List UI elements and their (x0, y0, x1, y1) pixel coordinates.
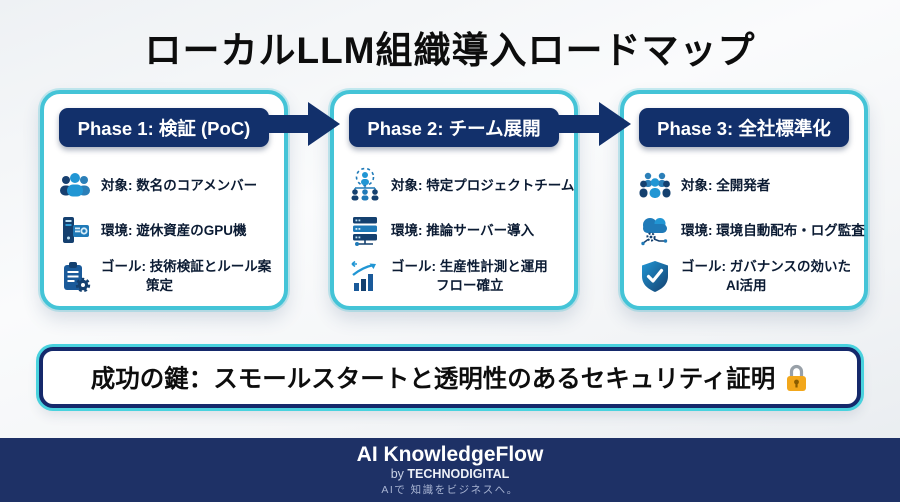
team-users-icon (57, 167, 93, 203)
phase-2-header: Phase 2: チーム展開 (349, 108, 559, 147)
arrow-right-icon (547, 101, 632, 152)
phase-1-card: Phase 1: 検証 (PoC) 対象: 数名のコアメンバー (40, 90, 288, 310)
item-text: ゴール: 技術検証とルール案策定 (101, 259, 272, 293)
gpu-machine-icon (57, 212, 93, 248)
phase-1-header: Phase 1: 検証 (PoC) (59, 108, 269, 147)
clipboard-gear-icon (57, 258, 93, 294)
phase-1-items: 対象: 数名のコアメンバー 環境: 遊休資産のGPU機 (57, 167, 278, 304)
list-item: 対象: 数名のコアメンバー (57, 167, 278, 203)
phase-3-items: 対象: 全開発者 環境: 環境自動配布・ログ監査 (637, 167, 865, 304)
list-item: 環境: 遊休資産のGPU機 (57, 212, 278, 248)
item-text: 環境: 環境自動配布・ログ監査 (681, 222, 865, 238)
arrow-right-icon (256, 101, 341, 152)
crowd-users-icon (637, 167, 673, 203)
list-item: 対象: 全開発者 (637, 167, 858, 203)
phase-2-items: 対象: 特定プロジェクトチーム 環境: 推論サーバー導入 (347, 167, 574, 304)
brand-byline: by TECHNODIGITAL (390, 467, 510, 481)
phase-2-card: Phase 2: チーム展開 対象: 特定プロジェクトチーム (330, 90, 578, 310)
list-item: ゴール: 生産性計測と運用フロー確立 (347, 257, 568, 295)
lock-icon (784, 363, 809, 393)
success-key-text: 成功の鍵：スモールスタートと透明性のあるセキュリティ証明 (90, 366, 776, 393)
list-item: 対象: 特定プロジェクトチーム (347, 167, 574, 203)
list-item: ゴール: 技術検証とルール案策定 (57, 257, 278, 295)
brand-name: AI KnowledgeFlow (356, 443, 544, 466)
page-title: ローカルLLM組織導入ロードマップ (144, 30, 756, 71)
growth-chart-icon (347, 258, 383, 294)
item-text: ゴール: 生産性計測と運用フロー確立 (391, 259, 548, 293)
shield-check-icon (637, 258, 673, 294)
brand-tagline: AIで 知識をビジネスへ。 (381, 484, 519, 496)
item-text: 環境: 遊休資産のGPU機 (101, 222, 247, 238)
list-item: 環境: 環境自動配布・ログ監査 (637, 212, 865, 248)
item-text: 対象: 全開発者 (681, 177, 771, 193)
footer: AI KnowledgeFlow by TECHNODIGITAL AIで 知識… (0, 438, 900, 502)
cloud-network-icon (637, 212, 673, 248)
org-chart-icon (347, 167, 383, 203)
success-key-banner: 成功の鍵：スモールスタートと透明性のあるセキュリティ証明 (39, 347, 861, 408)
phase-3-card: Phase 3: 全社標準化 対象: 全開発者 (620, 90, 868, 310)
item-text: 環境: 推論サーバー導入 (391, 222, 535, 238)
item-text: 対象: 特定プロジェクトチーム (391, 177, 575, 193)
phase-3-header: Phase 3: 全社標準化 (639, 108, 849, 147)
item-text: 対象: 数名のコアメンバー (101, 177, 258, 193)
list-item: 環境: 推論サーバー導入 (347, 212, 568, 248)
server-stack-icon (347, 212, 383, 248)
